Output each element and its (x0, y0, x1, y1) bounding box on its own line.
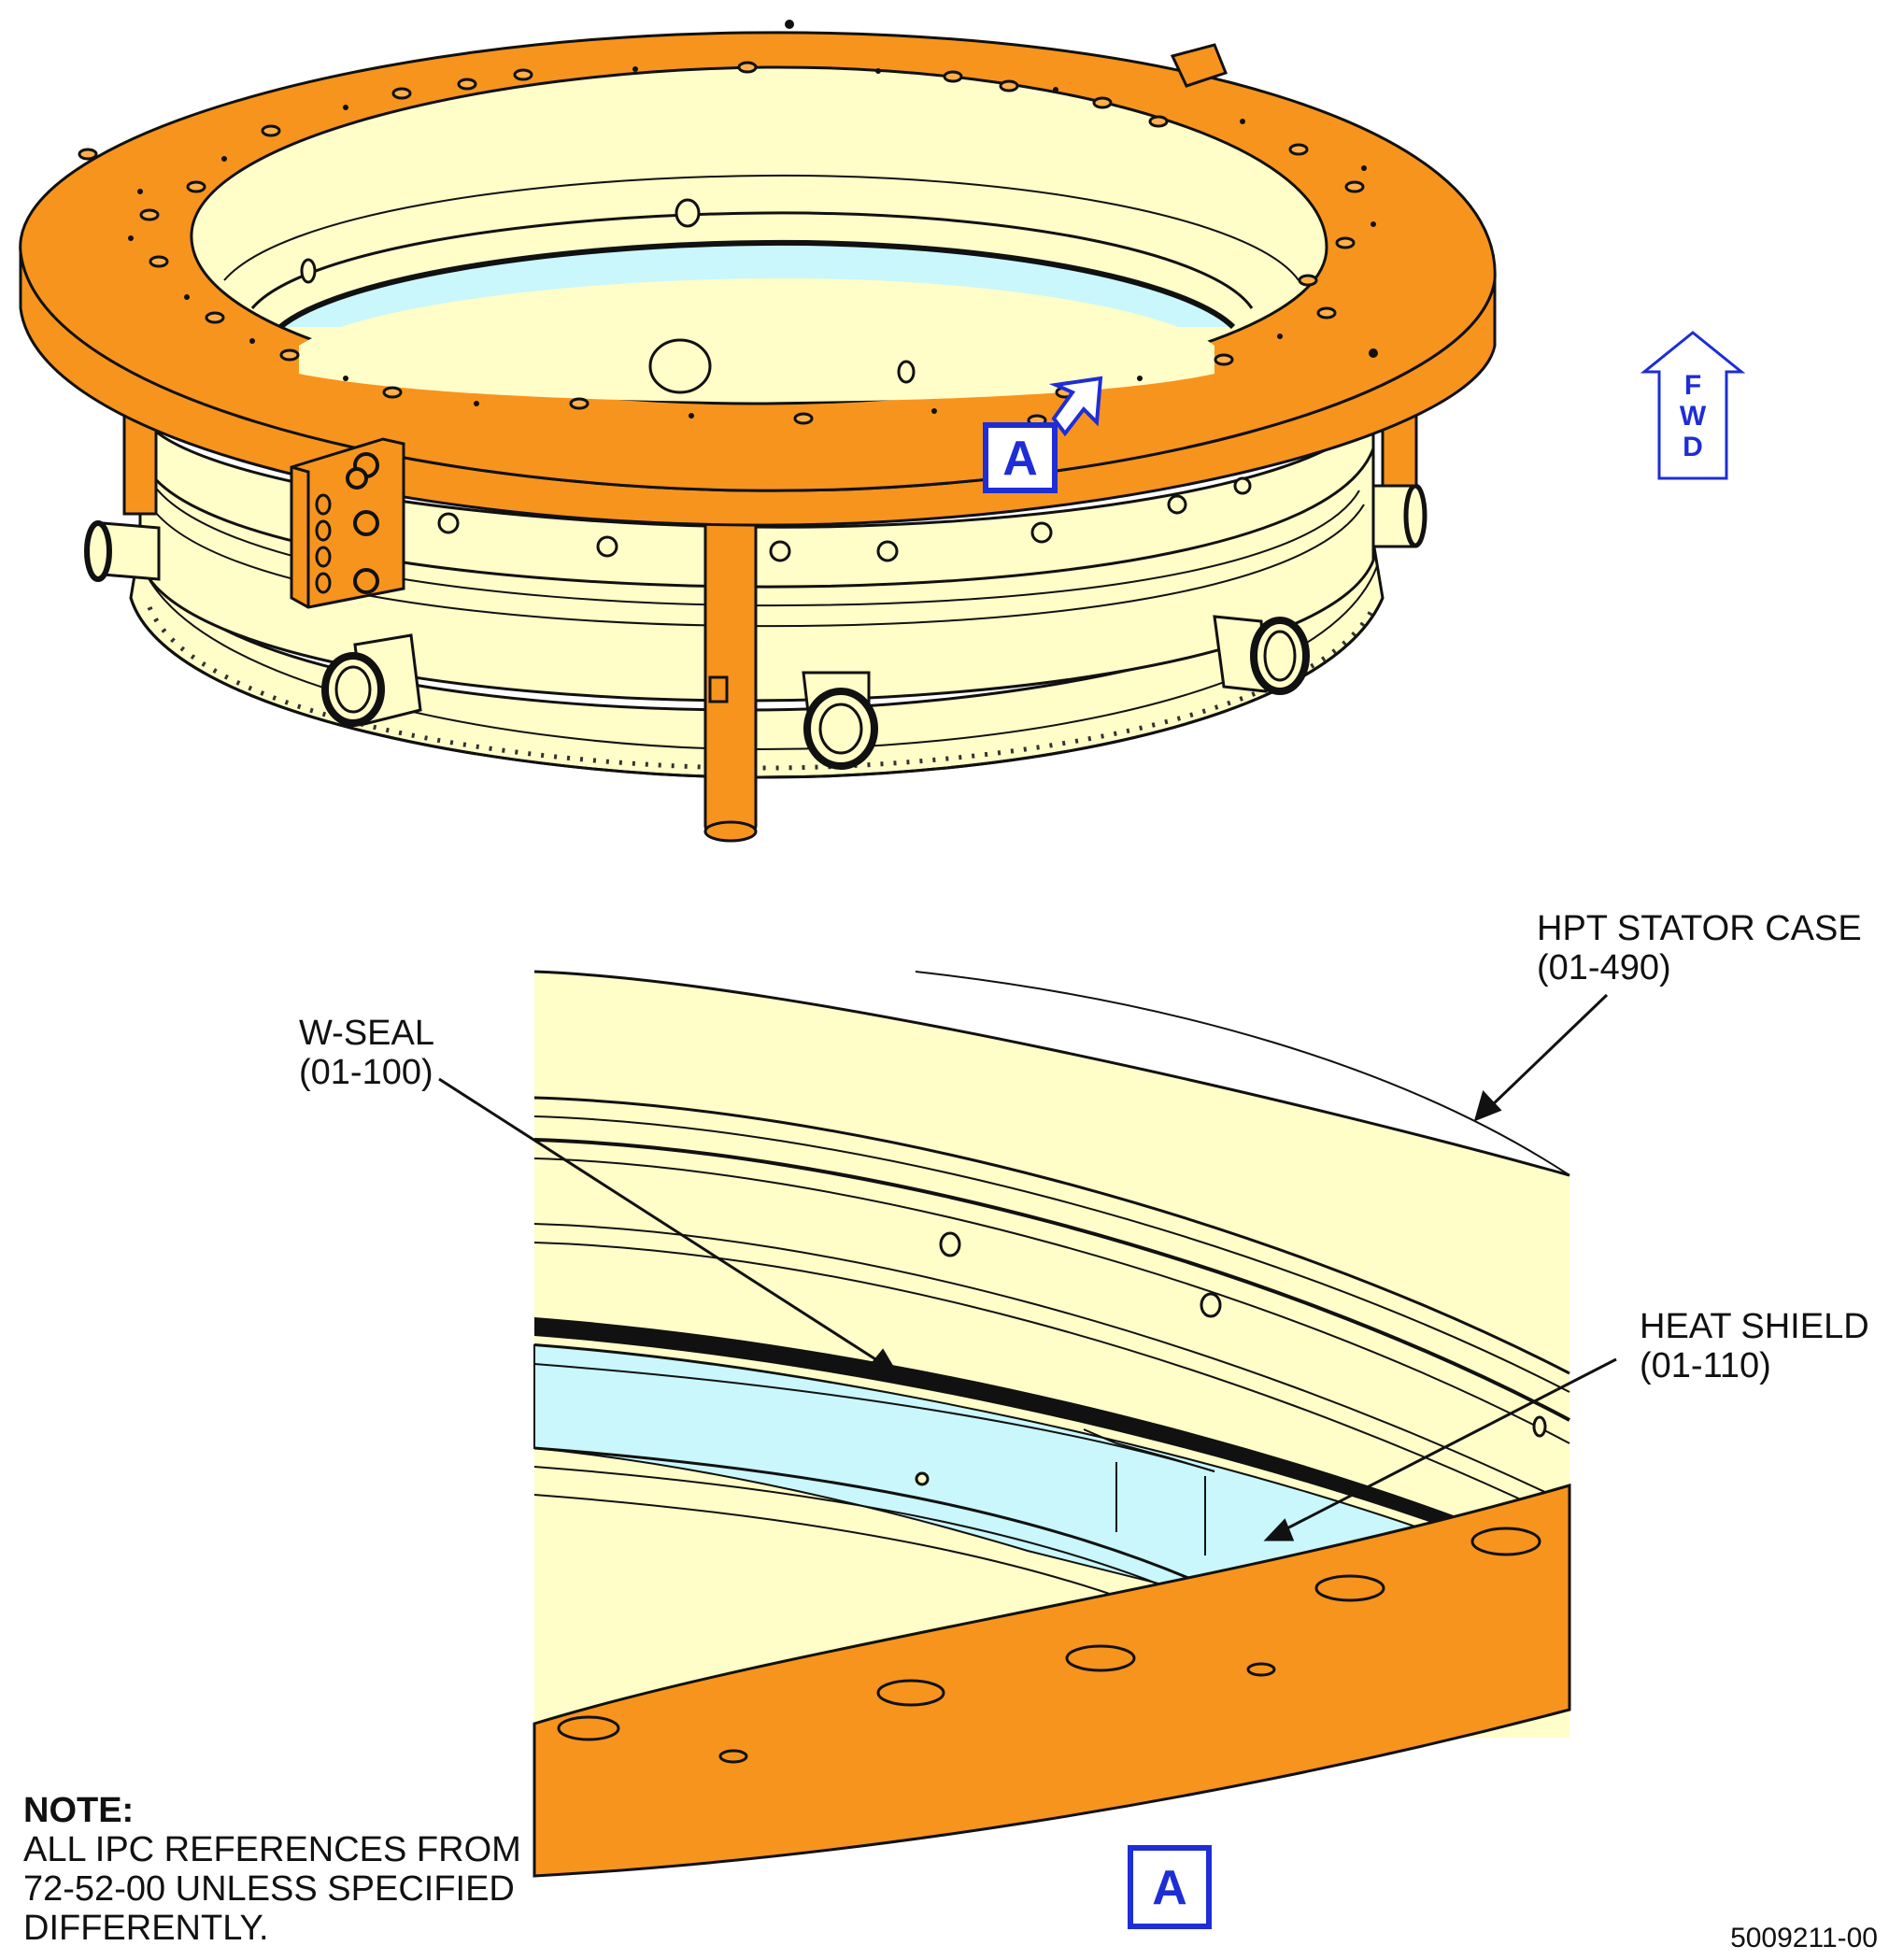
fwd-letter-d: D (1683, 432, 1703, 462)
detail-a-letter: A (1152, 1861, 1187, 1915)
callout-w-seal: W-SEAL (01-100) (299, 1014, 434, 1092)
callout-heat-shield: HEAT SHIELD (01-110) (1640, 1307, 1869, 1385)
note-line-1: ALL IPC REFERENCES FROM (23, 1830, 521, 1869)
callout-hpt-stator-case: HPT STATOR CASE (01-490) (1537, 909, 1862, 987)
ring-small-holes (128, 20, 1378, 419)
note-line-2: 72-52-00 UNLESS SPECIFIED (23, 1869, 515, 1909)
fwd-letter-f: F (1684, 370, 1701, 401)
note-line-3: DIFFERENTLY. (23, 1909, 269, 1948)
w-seal-band (534, 1317, 1523, 1555)
figure-number: 5009211-00 (1730, 1923, 1878, 1953)
ring-bolt-holes (78, 61, 1365, 427)
fwd-arrow: F W D (1640, 331, 1746, 480)
view-a-letter: A (1002, 432, 1038, 486)
fwd-letter-w: W (1680, 401, 1707, 432)
port-left (321, 633, 422, 727)
heat-shield-label: HEAT SHIELD (1640, 1307, 1869, 1346)
note-title: NOTE: (23, 1791, 134, 1830)
case-holes (915, 1231, 1547, 1486)
w-seal-label: W-SEAL (299, 1014, 434, 1053)
fixture-ring (19, 20, 1497, 527)
w-seal-ref: (01-100) (299, 1053, 433, 1092)
detail-ring-holes (557, 1527, 1541, 1764)
detail-view-a: A (438, 970, 1617, 1929)
note-block: NOTE: ALL IPC REFERENCES FROM 72-52-00 U… (23, 1791, 521, 1948)
fixture-legs (122, 409, 1418, 843)
hpt-stator-case-body (129, 410, 1385, 779)
case-ports (84, 483, 1427, 770)
hpt-stator-case-ref: (01-490) (1537, 948, 1671, 987)
port-far-left (84, 520, 161, 582)
detail-fixture-ring (533, 1484, 1571, 1878)
port-far-right (1371, 483, 1427, 548)
detail-a-marker: A (1128, 1845, 1212, 1929)
view-a-marker: A (983, 376, 1103, 493)
port-right (1213, 615, 1310, 695)
port-center (802, 671, 878, 770)
side-clamp-block (290, 437, 405, 609)
isometric-assembly-view: A F W D (19, 20, 1746, 843)
leader-lines (438, 993, 1617, 1541)
heat-shield-ref: (01-110) (1640, 1346, 1771, 1385)
hpt-stator-case-label: HPT STATOR CASE (1537, 909, 1862, 948)
